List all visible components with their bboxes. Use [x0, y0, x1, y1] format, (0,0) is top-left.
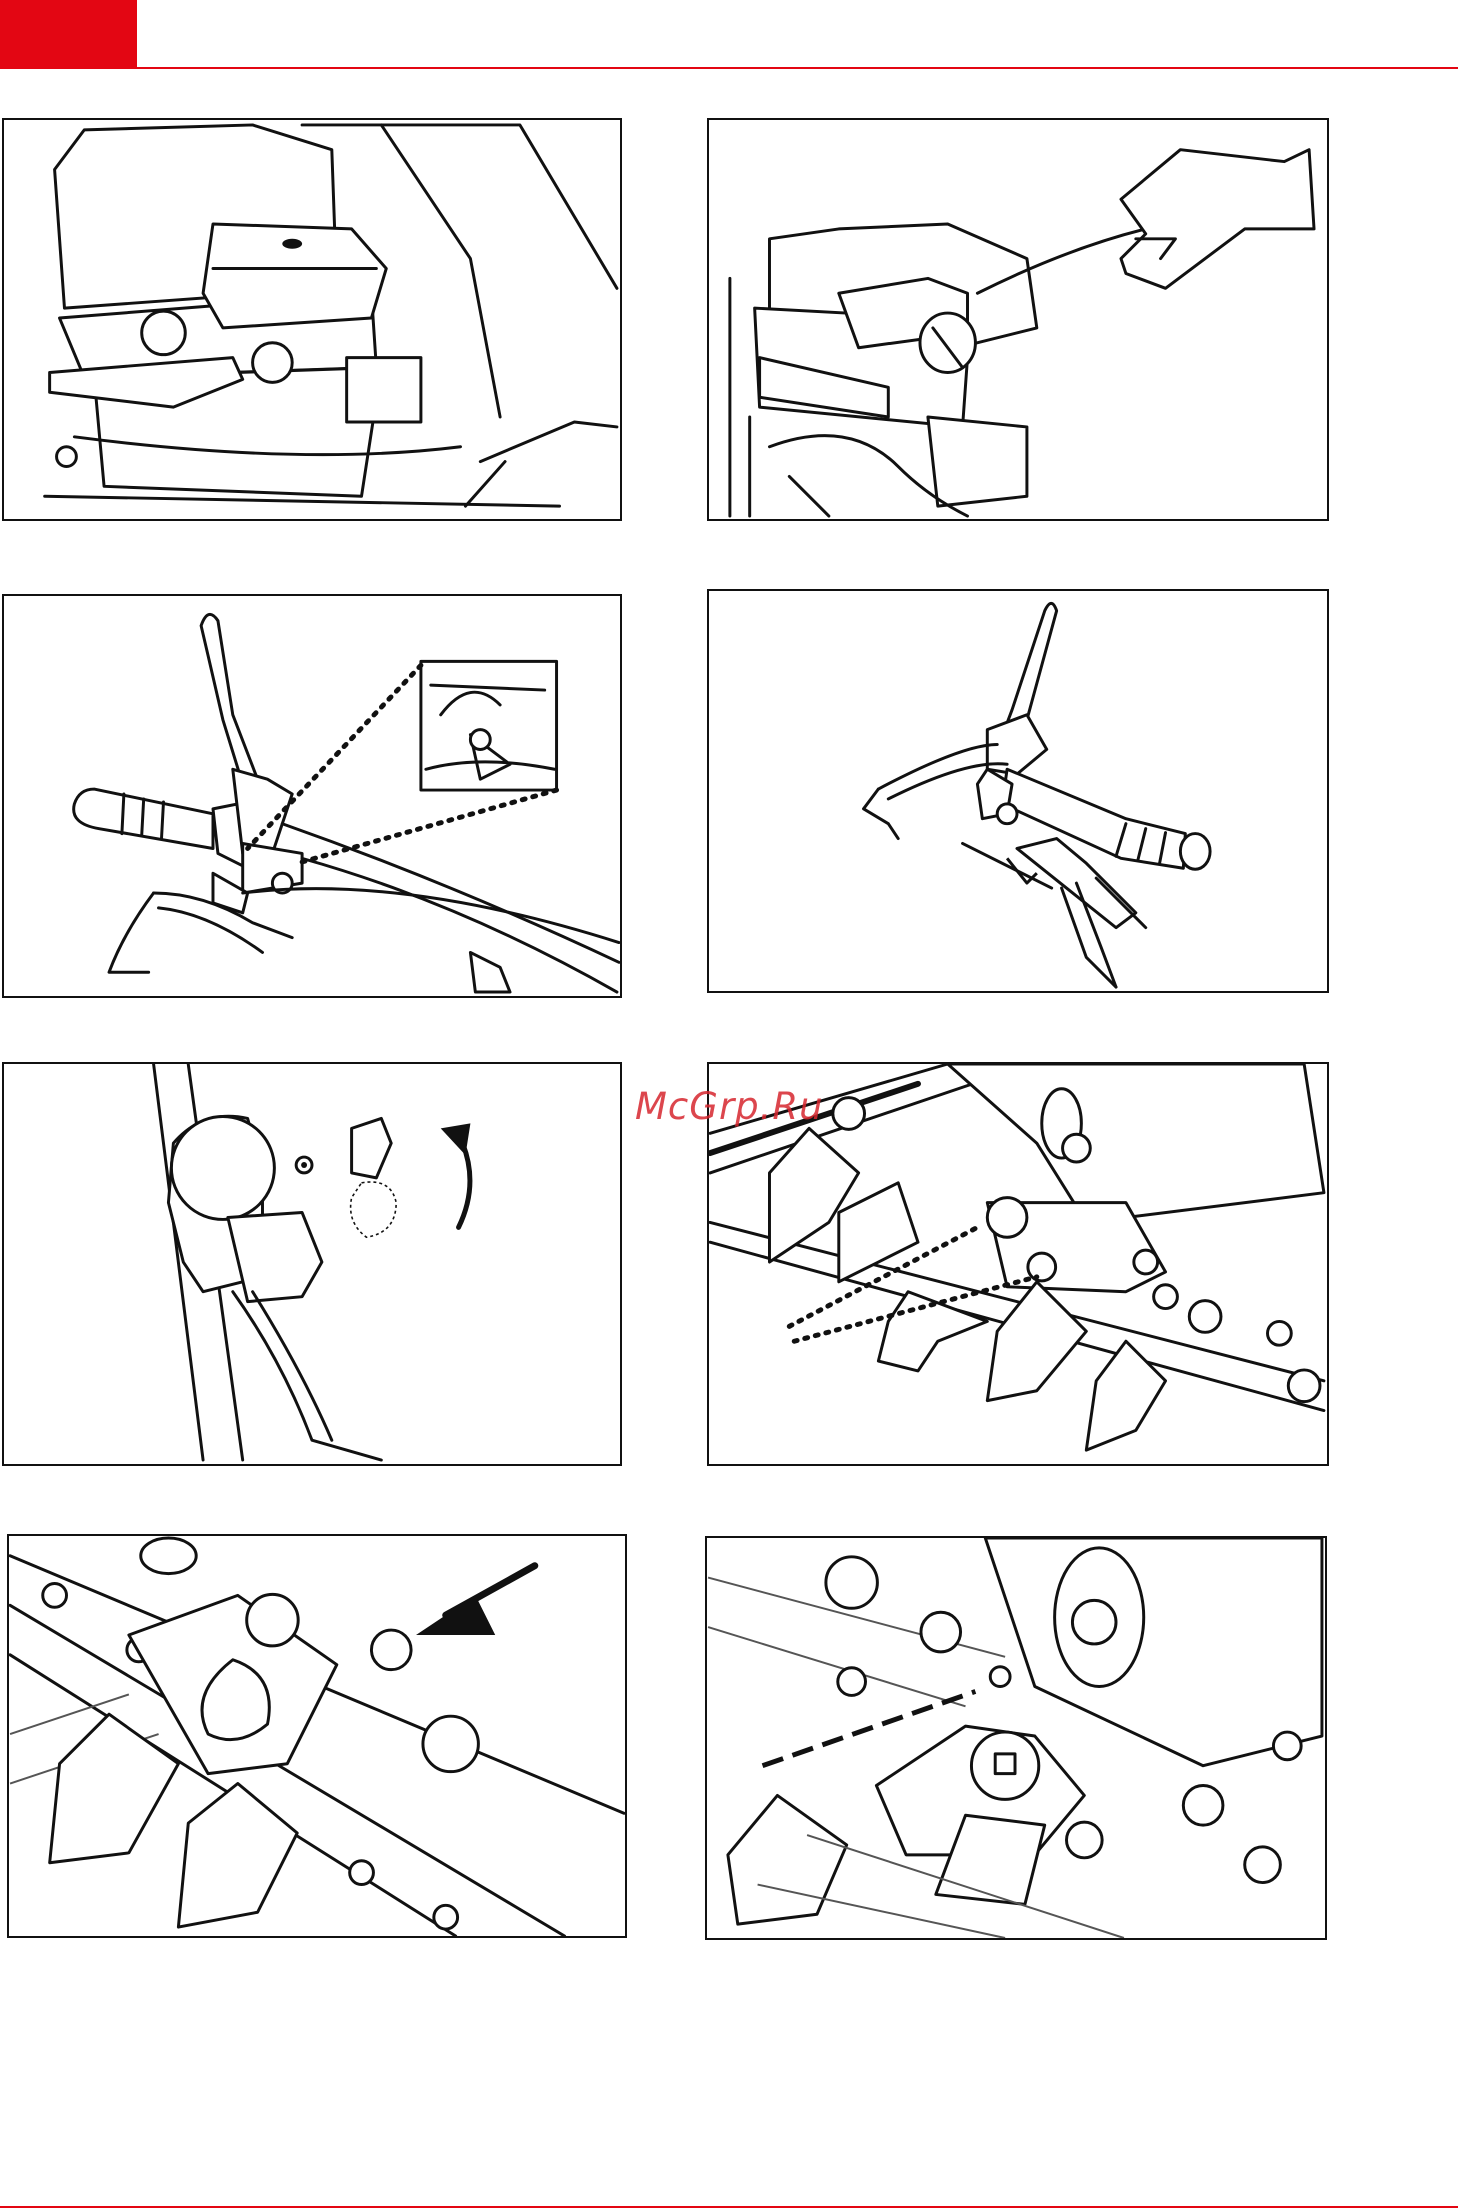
figure-knife-bolts-arrow: [7, 1534, 627, 1938]
handlebar-lever-left-icon: [4, 596, 620, 996]
watermark-text: McGrp.Ru: [635, 1085, 824, 1128]
figure-grease-nipple: [705, 1536, 1327, 1940]
figure-control-knob-rotation: [2, 1062, 622, 1466]
knife-bolts-arrow-icon: [9, 1536, 625, 1936]
engine-fuel-valve-icon: [4, 120, 620, 519]
figure-handlebar-lever-right: [707, 589, 1329, 993]
header-red-block: [0, 0, 137, 69]
control-knob-rotation-icon: [4, 1064, 620, 1464]
handlebar-lever-right-icon: [709, 591, 1327, 991]
footer-rule: [0, 2206, 1458, 2208]
engine-starter-cord-icon: [709, 120, 1327, 519]
grease-nipple-icon: [707, 1538, 1325, 1938]
figure-handlebar-lever-left: [2, 594, 622, 998]
header-rule: [137, 67, 1458, 69]
figure-engine-starter-cord: [707, 118, 1329, 521]
figure-engine-fuel-valve: [2, 118, 622, 521]
